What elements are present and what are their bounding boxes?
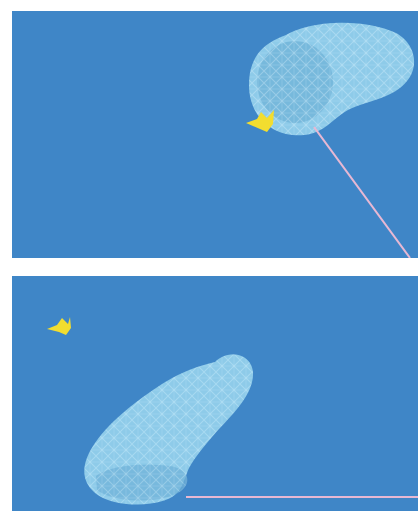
scene-panel-bottom	[12, 276, 418, 511]
left-margin	[0, 0, 12, 524]
scene-panel-top	[12, 11, 418, 258]
scene-bottom-canvas	[12, 276, 418, 511]
water-inner-grid	[257, 41, 333, 123]
scene-top-canvas	[12, 11, 418, 258]
